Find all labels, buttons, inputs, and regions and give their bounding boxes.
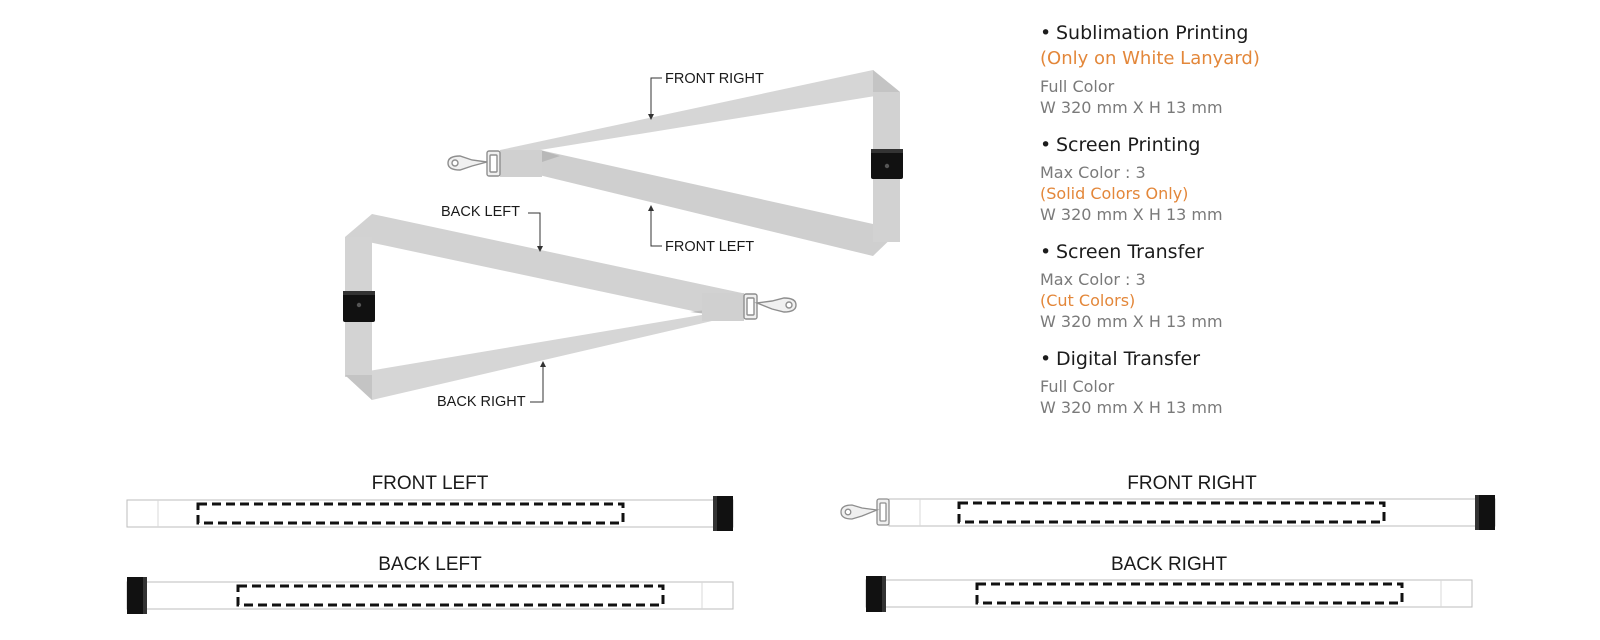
method-title-text: Sublimation Printing <box>1056 22 1249 44</box>
method-screen-transfer: •Screen Transfer Max Color : 3 (Cut Colo… <box>1040 239 1560 332</box>
callout-back-left <box>528 212 541 249</box>
label-back-right: BACK RIGHT <box>437 394 526 410</box>
print-area-back-left <box>236 584 665 607</box>
back-buckle-ridge <box>343 291 375 295</box>
back-left-band <box>345 214 742 314</box>
back-hook-icon <box>743 293 797 320</box>
bullet-icon: • <box>1040 241 1052 263</box>
front-left-band <box>510 150 900 256</box>
arrow-front-left <box>648 205 654 211</box>
front-corner-fold <box>873 70 900 92</box>
front-lanyard-illustration <box>500 70 903 256</box>
front-buckle-dot <box>884 163 890 169</box>
method-title: •Digital Transfer <box>1040 346 1560 372</box>
printing-methods-panel: •Sublimation Printing (Only on White Lan… <box>1040 20 1560 432</box>
print-area-back-right <box>975 582 1404 605</box>
method-title-text: Screen Printing <box>1056 134 1201 156</box>
method-screen-printing: •Screen Printing Max Color : 3 (Solid Co… <box>1040 132 1560 225</box>
strip-front-left <box>126 496 734 531</box>
strip-buckle-back-right <box>866 576 884 612</box>
strip-back-left <box>126 577 734 614</box>
bullet-icon: • <box>1040 22 1052 44</box>
callout-front-right <box>650 77 662 117</box>
method-line: (Cut Colors) <box>1040 291 1136 310</box>
back-corner-fold <box>345 375 372 400</box>
callout-front-left <box>650 208 662 247</box>
method-line: Full Color <box>1040 77 1115 96</box>
front-hook-icon <box>447 150 501 177</box>
label-front-right: FRONT RIGHT <box>665 71 764 87</box>
method-title: •Sublimation Printing <box>1040 20 1560 46</box>
strip-hook-icon <box>840 498 890 526</box>
strip-title-front-left: FRONT LEFT <box>372 473 489 494</box>
method-line: W 320 mm X H 13 mm <box>1040 398 1223 417</box>
callout-back-right <box>530 364 544 403</box>
method-title-text: Digital Transfer <box>1056 348 1201 370</box>
label-front-left: FRONT LEFT <box>665 239 754 255</box>
arrow-back-right <box>540 361 546 367</box>
bullet-icon: • <box>1040 134 1052 156</box>
strip-buckle-front-right <box>1477 495 1495 530</box>
print-area-front-right <box>957 501 1386 524</box>
back-right-band <box>345 314 742 400</box>
strip-title-back-right: BACK RIGHT <box>1111 554 1228 575</box>
strip-buckle-front-left <box>715 496 733 531</box>
arrow-back-left <box>537 246 543 252</box>
method-sublimation: •Sublimation Printing (Only on White Lan… <box>1040 20 1560 118</box>
method-line: Max Color : 3 <box>1040 163 1146 182</box>
callout-lines <box>528 77 662 403</box>
strip-back-right <box>865 576 1473 612</box>
back-end-tab <box>702 293 744 321</box>
method-title: •Screen Printing <box>1040 132 1560 158</box>
arrow-front-right <box>648 114 654 120</box>
method-line: W 320 mm X H 13 mm <box>1040 98 1223 117</box>
strip-buckle-back-left <box>127 577 145 614</box>
method-line: (Solid Colors Only) <box>1040 184 1189 203</box>
front-buckle-ridge <box>871 149 903 153</box>
strip-front-right <box>840 495 1496 530</box>
strip-title-front-right: FRONT RIGHT <box>1127 473 1257 494</box>
back-buckle-dot <box>356 302 362 308</box>
back-lanyard-illustration <box>343 214 744 400</box>
method-title-text: Screen Transfer <box>1056 241 1204 263</box>
front-right-band <box>500 70 900 150</box>
method-title: •Screen Transfer <box>1040 239 1560 265</box>
bullet-icon: • <box>1040 348 1052 370</box>
method-note: (Only on White Lanyard) <box>1040 48 1260 69</box>
print-area-front-left <box>196 502 625 525</box>
method-line: W 320 mm X H 13 mm <box>1040 205 1223 224</box>
method-digital-transfer: •Digital Transfer Full Color W 320 mm X … <box>1040 346 1560 418</box>
strip-title-back-left: BACK LEFT <box>378 554 482 575</box>
method-line: Full Color <box>1040 377 1115 396</box>
label-back-left: BACK LEFT <box>441 204 520 220</box>
method-line: Max Color : 3 <box>1040 270 1146 289</box>
front-end-tab <box>500 150 542 177</box>
method-line: W 320 mm X H 13 mm <box>1040 312 1223 331</box>
